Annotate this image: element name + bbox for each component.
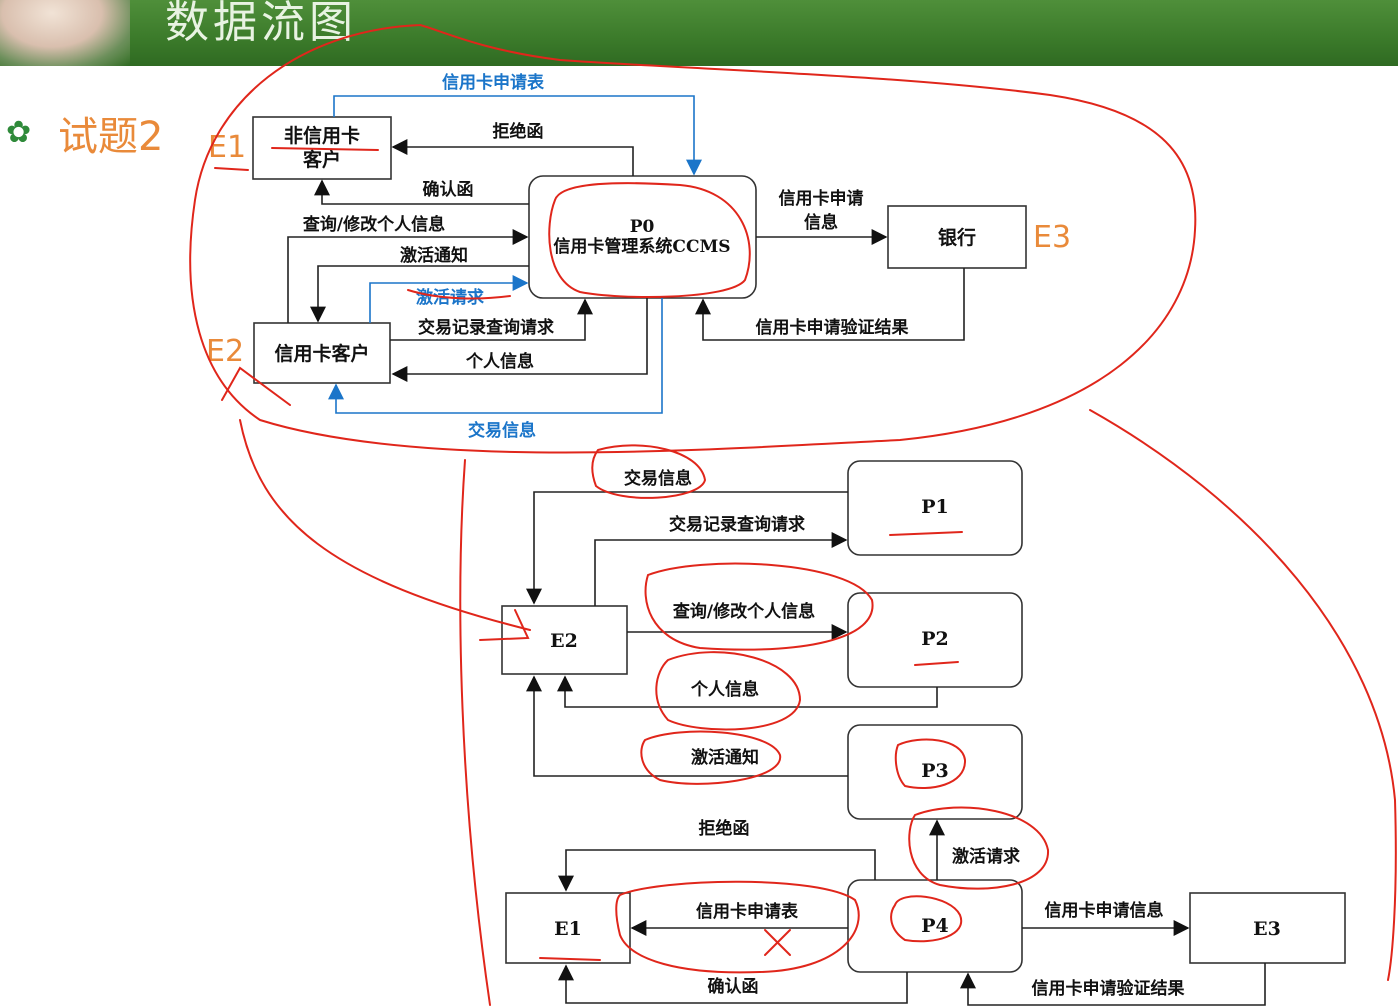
pen-e2-mark bbox=[222, 368, 290, 405]
application-form-label: 信用卡申请表 bbox=[442, 72, 545, 93]
e2-bottom-label: E2 bbox=[550, 630, 578, 652]
app-info-label-line2: 信息 bbox=[804, 212, 838, 233]
b-application-form-label: 信用卡申请表 bbox=[696, 901, 799, 922]
verification-result-label: 信用卡申请验证结果 bbox=[756, 317, 909, 338]
e3-label: 银行 bbox=[938, 226, 976, 249]
activation-notice-label: 激活通知 bbox=[400, 245, 468, 266]
rejection-label: 拒绝函 bbox=[493, 121, 544, 142]
p4-label: P4 bbox=[921, 915, 949, 937]
b-query-modify-label: 查询/修改个人信息 bbox=[672, 601, 815, 622]
pen-e2-arrow bbox=[480, 610, 528, 640]
b-personal-info-label: 个人信息 bbox=[690, 679, 759, 700]
b-confirmation-label: 确认函 bbox=[708, 976, 759, 997]
e1-label-line2: 客户 bbox=[303, 148, 341, 171]
p3-label: P3 bbox=[921, 760, 949, 782]
rejection-flow bbox=[393, 147, 633, 176]
b-rejection-label: 拒绝函 bbox=[699, 818, 750, 839]
b-transaction-query-flow bbox=[595, 540, 846, 606]
pen-e1-mark bbox=[215, 168, 248, 170]
pen-p2-underline bbox=[915, 662, 958, 665]
b-transaction-info-label: 交易信息 bbox=[624, 468, 692, 489]
e1-label-line1: 非信用卡 bbox=[284, 124, 360, 147]
e3-annotation: E3 bbox=[1033, 220, 1071, 255]
p0-name-label: 信用卡管理系统CCMS bbox=[553, 236, 730, 257]
e1-annotation: E1 bbox=[208, 130, 246, 165]
e2-label: 信用卡客户 bbox=[274, 342, 369, 365]
b-rejection-flow bbox=[566, 850, 875, 890]
e3-bottom-label: E3 bbox=[1253, 918, 1281, 940]
confirmation-label: 确认函 bbox=[423, 179, 474, 200]
b-activation-request-label: 激活请求 bbox=[952, 846, 1020, 867]
pen-right-curve bbox=[1090, 410, 1396, 980]
pen-x-mark bbox=[765, 930, 790, 955]
e1-bottom-label: E1 bbox=[554, 918, 582, 940]
pen-e1-underline bbox=[272, 148, 378, 150]
pen-p1-underline bbox=[890, 532, 962, 535]
p1-label: P1 bbox=[921, 496, 949, 518]
b-transaction-query-label: 交易记录查询请求 bbox=[669, 514, 805, 535]
b-app-info-label: 信用卡申请信息 bbox=[1045, 900, 1164, 921]
pen-left-vertical bbox=[460, 460, 490, 1005]
transaction-query-label: 交易记录查询请求 bbox=[418, 317, 554, 338]
b-activation-notice-label: 激活通知 bbox=[691, 747, 759, 768]
p0-id-label: P0 bbox=[630, 217, 655, 237]
personal-info-label: 个人信息 bbox=[465, 351, 534, 372]
b-transaction-info-flow bbox=[534, 492, 848, 603]
app-info-label-line1: 信用卡申请 bbox=[779, 188, 864, 209]
b-verification-result-label: 信用卡申请验证结果 bbox=[1032, 978, 1185, 999]
pen-application-form-circle bbox=[616, 882, 858, 973]
pen-e1-bottom-underline bbox=[540, 958, 600, 960]
transaction-info-label: 交易信息 bbox=[468, 420, 536, 441]
p2-label: P2 bbox=[921, 628, 949, 650]
query-modify-label: 查询/修改个人信息 bbox=[302, 214, 445, 235]
